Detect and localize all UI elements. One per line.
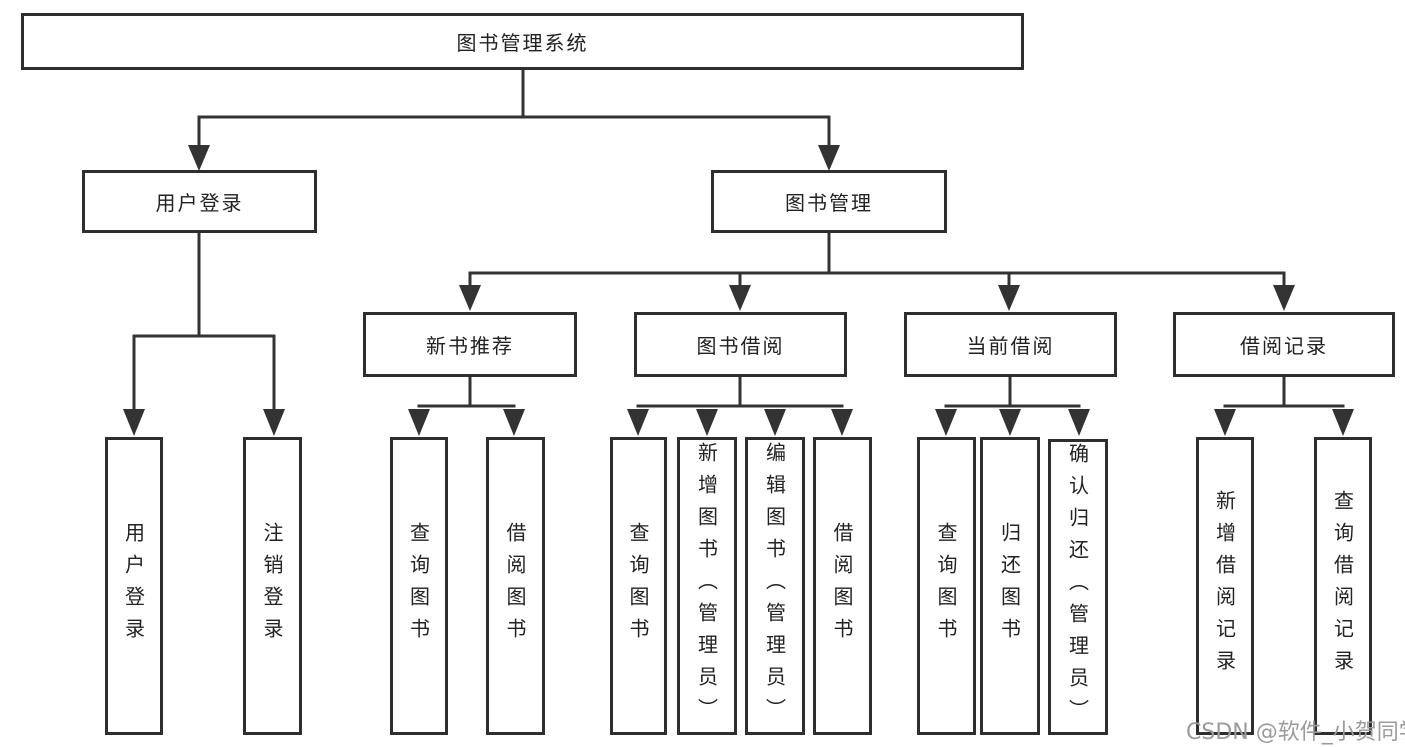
node-borrow-records: 借阅记录: [1173, 312, 1395, 377]
leaf-return-books: 归还图书: [980, 437, 1040, 735]
node-borrow-records-label: 借阅记录: [1240, 334, 1328, 358]
node-library-system-label: 图书管理系统: [456, 31, 589, 55]
node-library-system: 图书管理系统: [21, 13, 1024, 70]
leaf-return-books-label: 归还图书: [997, 522, 1022, 650]
leaf-borrow-books-recommend: 借阅图书: [486, 437, 545, 735]
node-book-management-label: 图书管理: [785, 191, 873, 215]
node-new-book-recommend-label: 新书推荐: [426, 334, 514, 358]
leaf-confirm-return-admin-label: 确认归还（管理员）: [1065, 443, 1090, 731]
leaf-edit-books-admin: 编辑图书（管理员）: [745, 437, 805, 735]
leaf-logout-label: 注销登录: [260, 522, 284, 650]
leaf-query-books-borrow-label: 查询图书: [626, 522, 650, 650]
leaf-query-borrow-record: 查询借阅记录: [1314, 437, 1372, 735]
leaf-query-books-current-label: 查询图书: [934, 522, 958, 650]
node-current-borrow-label: 当前借阅: [966, 334, 1055, 358]
leaf-edit-books-admin-label: 编辑图书（管理员）: [762, 442, 787, 730]
leaf-user-login-label: 用户登录: [121, 522, 146, 650]
node-book-management: 图书管理: [711, 170, 947, 233]
leaf-user-login: 用户登录: [105, 437, 163, 735]
node-book-borrow-label: 图书借阅: [696, 334, 785, 358]
leaf-add-books-admin: 新增图书（管理员）: [677, 437, 737, 735]
leaf-query-borrow-record-label: 查询借阅记录: [1330, 490, 1355, 682]
leaf-query-books-recommend: 查询图书: [390, 437, 448, 735]
leaf-borrow-books-recommend-label: 借阅图书: [503, 522, 527, 650]
csdn-watermark: CSDN @软件_小贺同学: [1186, 720, 1405, 745]
leaf-borrow-books-label: 借阅图书: [830, 522, 854, 650]
leaf-add-borrow-record: 新增借阅记录: [1196, 437, 1254, 735]
node-current-borrow: 当前借阅: [904, 312, 1117, 377]
leaf-add-books-admin-label: 新增图书（管理员）: [694, 442, 719, 730]
node-user-login: 用户登录: [82, 170, 317, 233]
node-book-borrow: 图书借阅: [634, 312, 847, 377]
leaf-query-books-recommend-label: 查询图书: [406, 522, 431, 650]
leaf-logout: 注销登录: [243, 437, 302, 735]
leaf-confirm-return-admin: 确认归还（管理员）: [1048, 439, 1108, 735]
node-new-book-recommend: 新书推荐: [363, 312, 577, 377]
node-user-login-label: 用户登录: [155, 191, 244, 215]
leaf-query-books-borrow: 查询图书: [610, 437, 667, 735]
leaf-add-borrow-record-label: 新增借阅记录: [1212, 490, 1237, 682]
leaf-borrow-books: 借阅图书: [813, 437, 872, 735]
leaf-query-books-current: 查询图书: [917, 437, 976, 735]
